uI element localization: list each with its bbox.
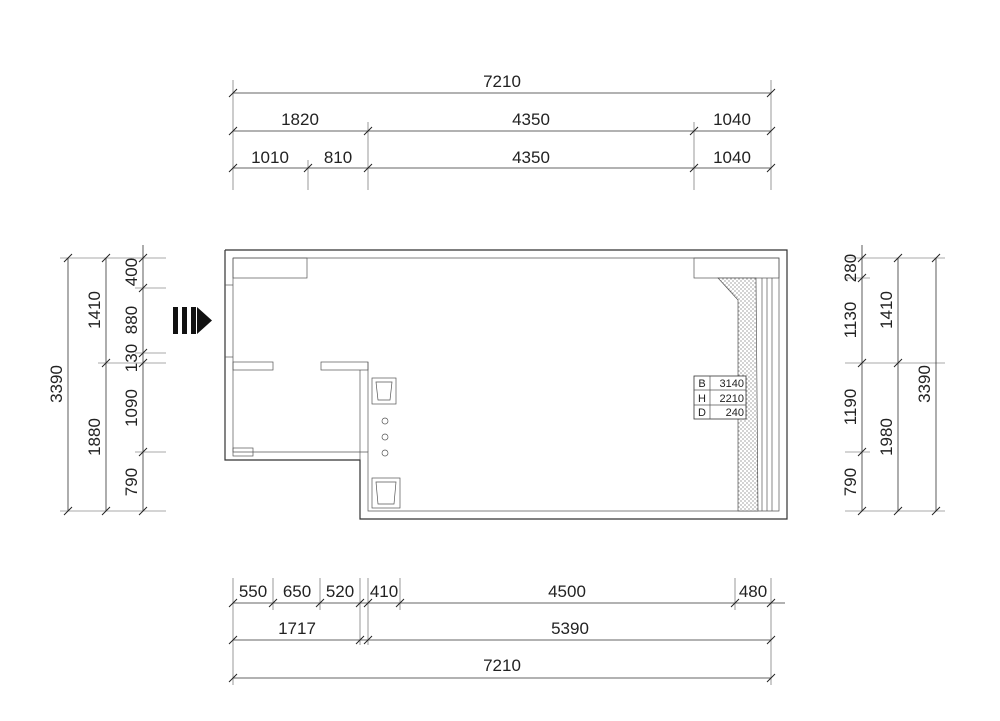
plan-walls bbox=[224, 249, 788, 520]
dim-bottom-overall: 7210 bbox=[483, 656, 521, 675]
dim-top-overall: 7210 bbox=[483, 72, 521, 91]
dim-left-inner-3: 130 bbox=[122, 344, 141, 372]
tag-value-b: 3140 bbox=[720, 378, 744, 390]
tag-value-d: 240 bbox=[726, 407, 744, 419]
tag-key-b: B bbox=[698, 378, 705, 390]
dim-bottom-row1-4: 410 bbox=[370, 582, 398, 601]
outlet-icon-1 bbox=[381, 417, 389, 425]
dim-left-inner-4: 1090 bbox=[122, 389, 141, 427]
dim-left-inner-2: 880 bbox=[122, 306, 141, 334]
dim-bottom-row2-2: 5390 bbox=[551, 619, 589, 638]
bottom-dimensions: 550 650 520 410 4500 480 1717 5390 7210 bbox=[228, 578, 785, 685]
dim-right-inner-2: 1130 bbox=[841, 302, 860, 339]
fixtures bbox=[371, 377, 401, 509]
toilet-fixture-icon bbox=[371, 477, 401, 509]
left-dimensions: 3390 1410 1880 400 880 130 1090 790 bbox=[47, 245, 166, 516]
outlet-icon-2 bbox=[381, 433, 389, 441]
dim-bottom-row2-1: 1717 bbox=[278, 619, 316, 638]
dim-bottom-row1-6: 480 bbox=[739, 582, 767, 601]
dim-top-row3-2: 810 bbox=[324, 148, 352, 167]
dim-right-inner-1: 280 bbox=[841, 254, 860, 282]
dim-top-row3-4: 1040 bbox=[713, 148, 751, 167]
dim-right-mid-1: 1410 bbox=[877, 291, 896, 329]
dim-top-row2-1: 1820 bbox=[281, 110, 319, 129]
right-dimensions: 280 1130 1190 790 1410 1980 3390 bbox=[841, 245, 945, 516]
dim-top-row2-3: 1040 bbox=[713, 110, 751, 129]
dim-right-mid-2: 1980 bbox=[877, 418, 896, 456]
tag-key-d: D bbox=[698, 407, 706, 419]
sink-fixture-icon bbox=[371, 377, 397, 405]
entry-arrow-icon bbox=[173, 307, 212, 334]
dim-bottom-row1-3: 520 bbox=[326, 582, 354, 601]
tag-key-h: H bbox=[698, 393, 706, 405]
top-dimensions: 7210 1820 4350 1040 1010 810 4350 1040 bbox=[228, 72, 776, 190]
dim-right-overall: 3390 bbox=[915, 365, 934, 403]
dim-right-inner-4: 790 bbox=[841, 468, 860, 496]
dim-left-inner-1: 400 bbox=[122, 258, 141, 286]
dim-left-inner-5: 790 bbox=[122, 468, 141, 496]
dim-top-row2-2: 4350 bbox=[512, 110, 550, 129]
dim-top-row3-3: 4350 bbox=[512, 148, 550, 167]
dim-left-mid-1: 1410 bbox=[85, 291, 104, 329]
window-tag: B 3140 H 2210 D 240 bbox=[693, 375, 747, 420]
outlet-icon-3 bbox=[381, 449, 389, 457]
dim-top-row3-1: 1010 bbox=[251, 148, 289, 167]
dim-left-overall: 3390 bbox=[47, 365, 66, 403]
tag-value-h: 2210 bbox=[720, 393, 744, 405]
dim-right-inner-3: 1190 bbox=[841, 389, 860, 426]
dim-bottom-row1-1: 550 bbox=[239, 582, 267, 601]
dim-left-mid-2: 1880 bbox=[85, 418, 104, 456]
dim-bottom-row1-2: 650 bbox=[283, 582, 311, 601]
dim-bottom-row1-5: 4500 bbox=[548, 582, 586, 601]
